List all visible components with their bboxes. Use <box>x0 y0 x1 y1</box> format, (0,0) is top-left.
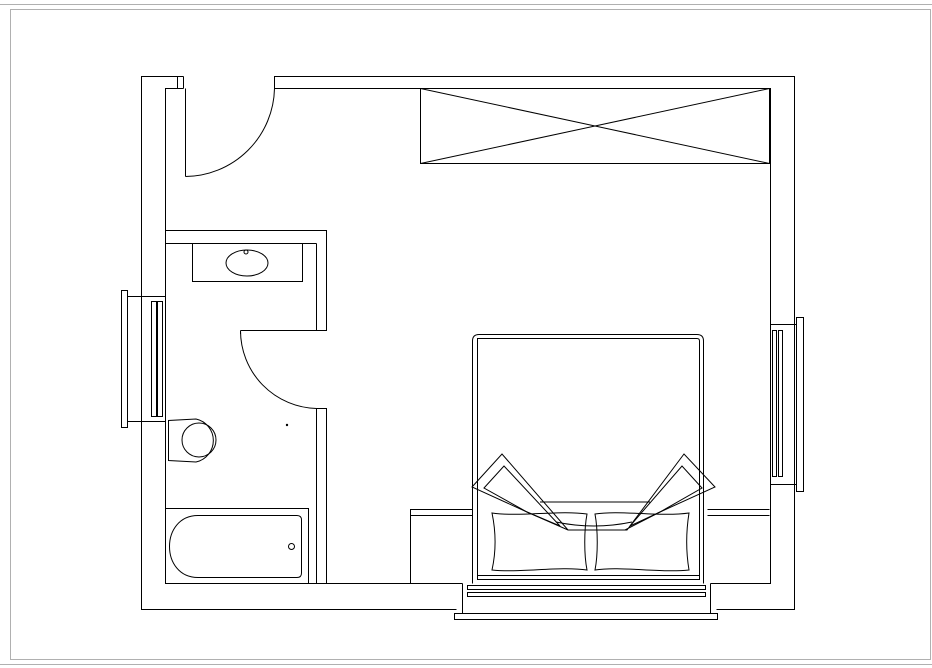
sink-drain <box>244 250 248 254</box>
exterior-walls <box>142 77 795 610</box>
bathroom-door-swing <box>240 331 316 409</box>
floor-drain <box>286 424 287 425</box>
mattress <box>478 339 700 580</box>
nightstand-right <box>708 510 770 516</box>
nightstand-left <box>411 510 473 584</box>
bathtub <box>166 509 309 584</box>
window-left <box>122 291 166 428</box>
duvet-fold <box>472 454 715 530</box>
bed-frame <box>473 335 704 584</box>
window-right <box>771 318 804 492</box>
drawing-frame <box>11 10 931 660</box>
double-bed <box>472 335 715 584</box>
wardrobe <box>421 89 770 164</box>
entry-door-swing <box>186 89 275 177</box>
toilet <box>169 419 217 462</box>
pillow-left <box>492 513 587 571</box>
window-bottom <box>455 584 718 620</box>
pillow-right <box>595 513 689 571</box>
vanity-sink <box>193 244 303 282</box>
